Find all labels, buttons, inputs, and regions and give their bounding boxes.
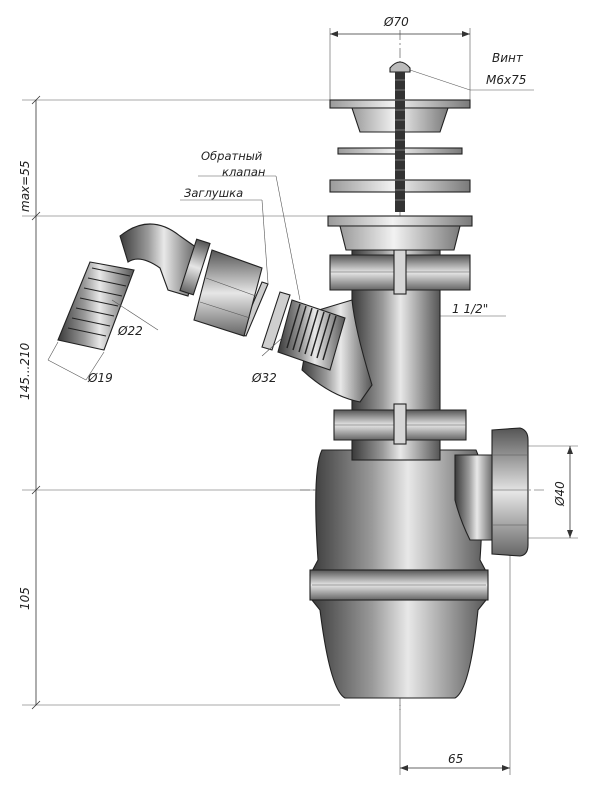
offset-label: 65 (448, 752, 463, 766)
outlet-diameter-label: Ø40 (553, 481, 567, 507)
hose-inner-label: Ø19 (87, 371, 113, 385)
check-valve-label-line2: клапан (222, 165, 266, 179)
hose-dimension-lines (47, 299, 159, 381)
check-valve (277, 299, 346, 371)
screw (389, 61, 411, 212)
nut (193, 249, 263, 337)
hose-outer-label: Ø22 (117, 324, 143, 338)
screw-label-line2: M6x75 (486, 73, 526, 87)
top-diameter-label: Ø70 (383, 15, 409, 29)
bottom-height-label: 105 (18, 587, 32, 610)
branch-diameter-label: Ø32 (251, 371, 277, 385)
screw-label-line1: Винт (492, 51, 524, 65)
sealing-ring (261, 291, 291, 351)
corrugated-hose (57, 223, 211, 351)
thread-label: 1 1/2" (452, 302, 488, 316)
callout-leaders (180, 175, 301, 357)
siphon-body (301, 215, 529, 699)
check-valve-label-line1: Обратный (201, 149, 263, 163)
height-range-label: 145...210 (18, 342, 32, 400)
annotations: Ø70 Винт M6x75 max=55 145...210 105 Обра… (18, 15, 567, 766)
plug-label: Заглушка (184, 186, 243, 200)
dimension-lines (22, 28, 578, 775)
max-height-label: max=55 (18, 161, 32, 212)
